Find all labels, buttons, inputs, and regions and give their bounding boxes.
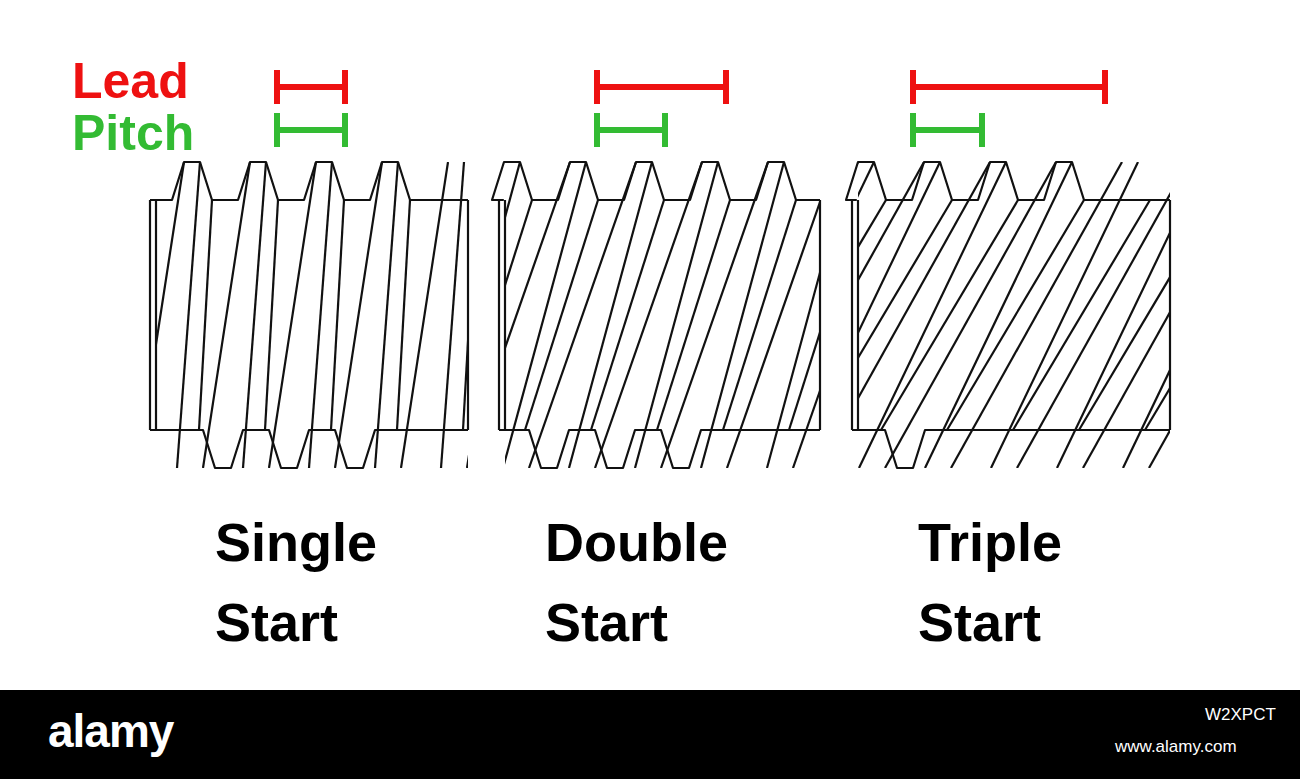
thread-stroke (525, 200, 598, 430)
thread-stroke (858, 162, 940, 468)
thread-stroke (767, 162, 820, 468)
thread-stroke (859, 162, 1006, 468)
screw (1, 162, 994, 468)
watermark: W2XPCT (1205, 705, 1276, 725)
thread-stroke (793, 162, 820, 468)
thread-stroke (401, 162, 448, 468)
thread-stroke (1123, 162, 1170, 468)
screw (0, 162, 674, 468)
thread-stroke (1057, 162, 1170, 468)
watermark: alamy (48, 704, 173, 758)
thread-stroke (727, 162, 820, 468)
thread-profile (492, 162, 820, 200)
thread-stroke (243, 162, 266, 468)
thread-stroke (397, 200, 410, 430)
thread-stroke (441, 162, 464, 468)
screw-end (851, 200, 853, 430)
thread-profile (852, 430, 1170, 468)
screw-end (498, 200, 500, 430)
thread-stroke (1083, 162, 1170, 468)
thread-stroke (1145, 200, 1170, 430)
thread-stroke (925, 162, 1072, 468)
thread-stroke (199, 200, 212, 430)
thread-stroke (591, 200, 664, 430)
screw (291, 162, 1300, 468)
thread-stroke (1149, 162, 1170, 468)
footer-bar (0, 690, 1300, 779)
thread-stroke (177, 162, 200, 468)
thread-stroke (375, 162, 398, 468)
thread-stroke (789, 200, 820, 430)
thread-stroke (463, 200, 468, 430)
helix-lines (505, 162, 820, 468)
start-caption: Single Start (215, 502, 377, 662)
dimension-bars (277, 70, 1105, 147)
thread-stroke (505, 200, 532, 430)
screw-end (149, 200, 151, 430)
pitch-label: Pitch (72, 104, 194, 162)
thread-stroke (505, 162, 520, 468)
helix-lines (156, 162, 468, 468)
screw-end (467, 200, 469, 430)
thread-stroke (657, 200, 730, 430)
thread-stroke (723, 200, 796, 430)
thread-stroke (858, 200, 886, 430)
start-caption: Triple Start (918, 502, 1062, 662)
screw-end (504, 200, 506, 430)
thread-stroke (885, 162, 1056, 468)
thread-stroke (309, 162, 332, 468)
thread-stroke (265, 200, 278, 430)
screw-end (155, 200, 157, 430)
thread-stroke (991, 162, 1138, 468)
screw-threads (0, 162, 1300, 468)
thread-stroke (467, 162, 468, 468)
thread-stroke (203, 162, 250, 468)
thread-stroke (858, 162, 924, 468)
lead-label: Lead (72, 52, 189, 110)
thread-stroke (331, 200, 344, 430)
helix-lines (858, 162, 1170, 468)
thread-stroke (335, 162, 382, 468)
start-caption: Double Start (545, 502, 728, 662)
thread-stroke (951, 162, 1122, 468)
thread-stroke (269, 162, 316, 468)
watermark: www.alamy.com (1115, 737, 1237, 757)
